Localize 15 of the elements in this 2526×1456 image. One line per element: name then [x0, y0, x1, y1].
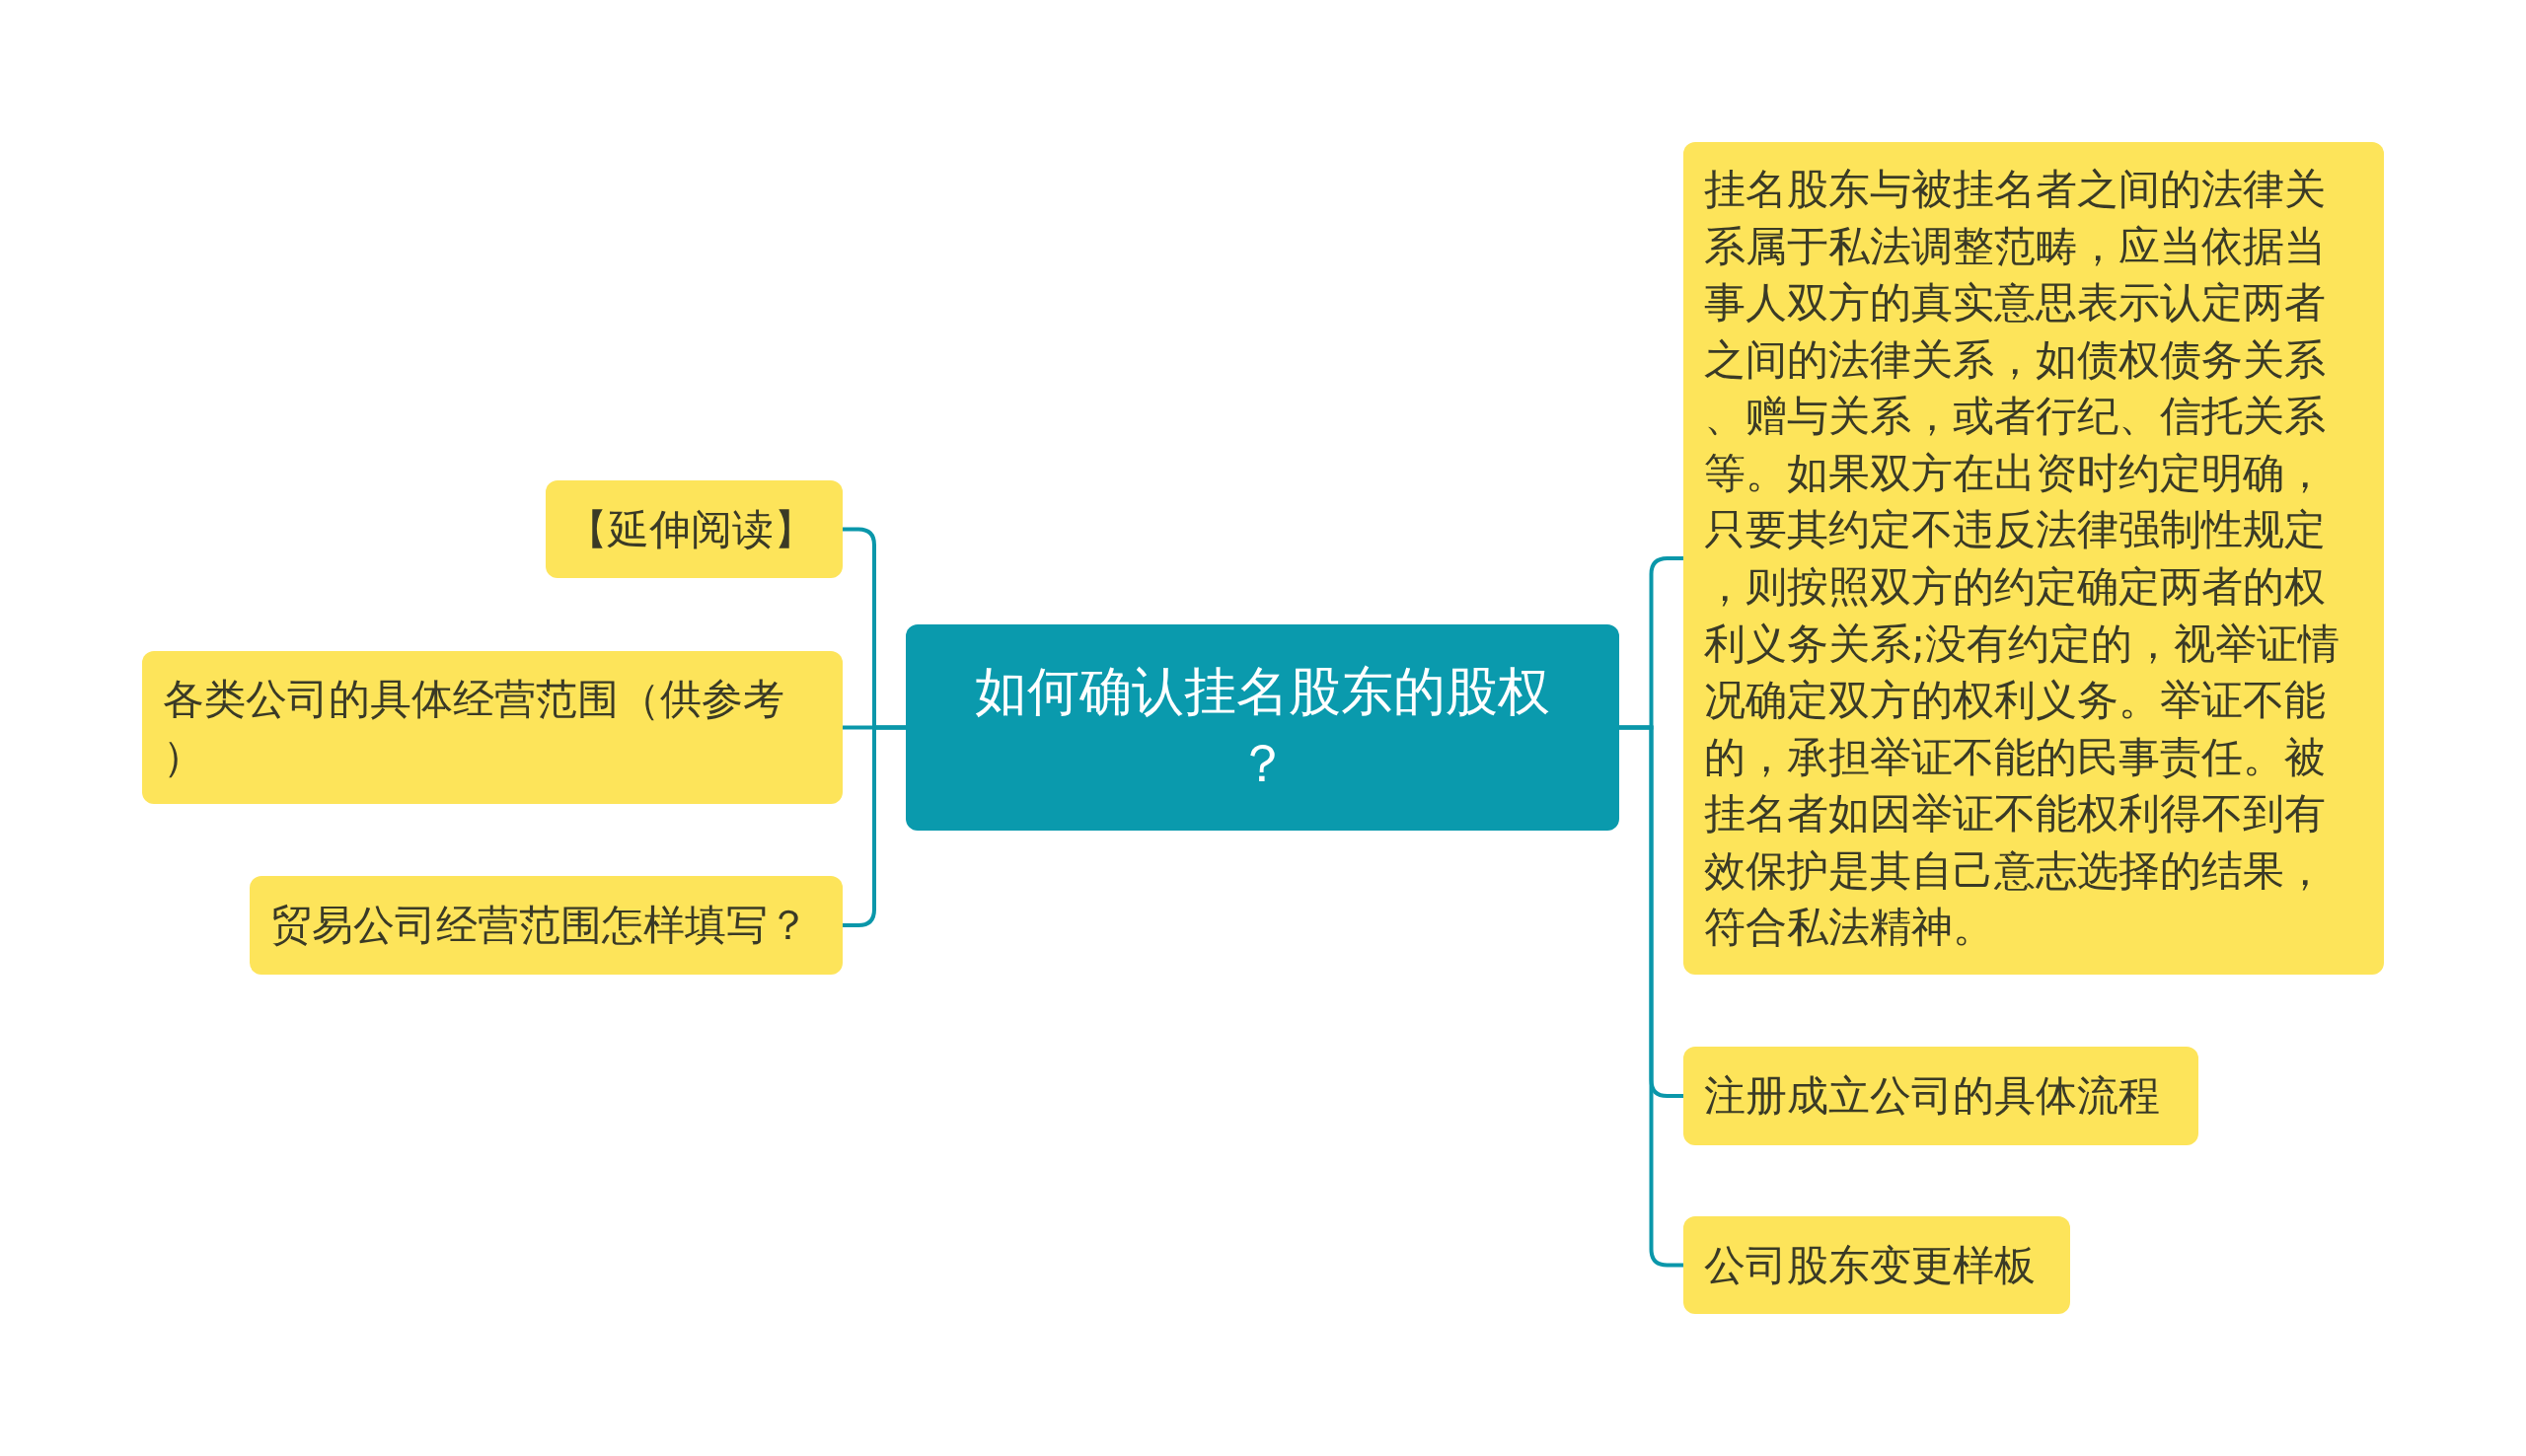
central-topic-box: [906, 624, 1619, 831]
topic-text: 注册成立公司的具体流程: [1704, 1070, 2161, 1123]
topic-text: 挂名股东与被挂名者之间的法律关系属于私法调整范畴，应当依据当事人双方的真实意思表示认定两者之间的法律关系，如债权债务关系、赠与关系，或者行纪、信托关系等。如果双方在出资时约定明确，只要其约定不违反法律强制性规定，则按照双方的约定确定两者的权利义务关系;没有约定的，视举证情况确定双方的权利义务。举证不能的，承担举证不能的民事责任。被挂名者如因举证不能权利得不到有效保护是其自己意志选择的结果，符合私法精神。: [1704, 164, 2341, 954]
topic-box: [546, 480, 843, 578]
topic-box: [250, 876, 843, 975]
connector-line: [841, 725, 908, 927]
topic-text: 公司股东变更样板: [1704, 1239, 2037, 1291]
topic-text: 贸易公司经营范围怎样填写？: [270, 900, 810, 952]
topic-text: 如何确认挂名股东的股权？: [974, 659, 1551, 795]
connector-line: [1617, 725, 1685, 1268]
topic-text: 各类公司的具体经营范围（供参考）: [163, 673, 785, 782]
topic-box: [1683, 1216, 2070, 1314]
topic-text: 【延伸阅读】: [566, 503, 816, 555]
topic-box: [142, 651, 843, 804]
topic-box: [1683, 1047, 2198, 1145]
